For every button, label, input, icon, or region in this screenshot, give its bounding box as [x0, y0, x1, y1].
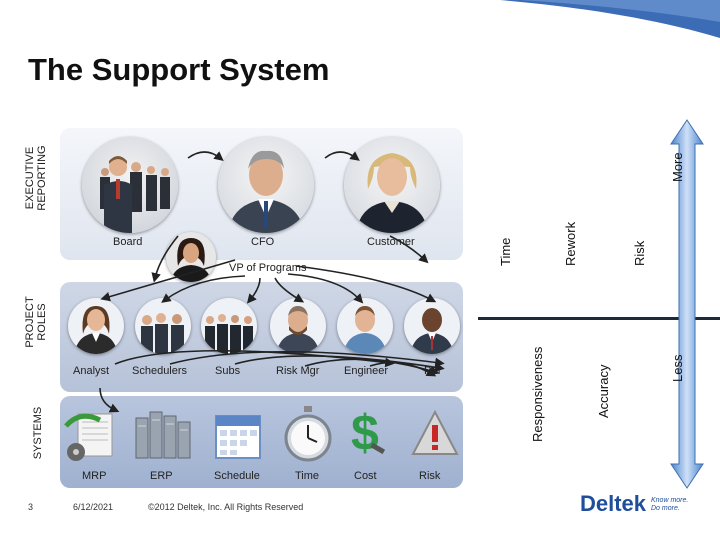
cfo-photo	[218, 137, 314, 233]
role-label-schedulers: Schedulers	[132, 365, 188, 377]
system-label-schedule: Schedule	[214, 470, 260, 482]
risk-warning-icon	[410, 408, 460, 460]
footer-date: 6/12/2021	[73, 502, 114, 512]
schedulers-photo	[135, 298, 191, 354]
system-label-mrp: MRP	[82, 470, 107, 482]
axis-label-more: More	[670, 152, 685, 182]
board-label: Board	[113, 236, 143, 248]
axis-label-responsiveness: Responsiveness	[530, 346, 545, 442]
time-icon	[280, 404, 336, 464]
analyst-photo	[68, 298, 124, 354]
deltek-tagline-line1: Know more.	[651, 497, 689, 504]
project-roles-line1: PROJECT	[24, 296, 36, 348]
page-number: 3	[28, 502, 34, 512]
executive-reporting-line1: EXECUTIVE	[24, 146, 36, 210]
executive-reporting-line2: REPORTING	[36, 145, 48, 211]
axis-divider	[478, 317, 720, 320]
deltek-tagline: Know more. Do more.	[651, 497, 688, 513]
executive-reporting-label: EXECUTIVE REPORTING	[24, 128, 48, 228]
schedule-icon	[210, 410, 266, 464]
role-label-risk-mgr: Risk Mgr	[276, 365, 320, 377]
cost-icon: $	[345, 404, 395, 464]
more-less-arrow	[670, 119, 704, 489]
project-roles-line2: ROLES	[36, 303, 48, 341]
systems-label: SYSTEMS	[32, 406, 44, 460]
role-label-subs: Subs	[215, 365, 241, 377]
system-label-risk: Risk	[419, 470, 441, 482]
axis-label-rework: Rework	[563, 221, 578, 266]
role-label-analyst: Analyst	[73, 365, 110, 377]
erp-icon	[130, 404, 194, 466]
axis-label-less: Less	[670, 354, 685, 382]
customer-label: Customer	[367, 236, 415, 248]
cfo-label: CFO	[251, 236, 275, 248]
svg-text:$: $	[351, 405, 379, 461]
project-roles-label: PROJECT ROLES	[24, 282, 48, 362]
interaction-arrows	[99, 151, 445, 413]
customer-photo	[344, 137, 440, 233]
pm-photo	[404, 298, 460, 354]
deltek-logo: Deltek	[580, 491, 647, 516]
project-roles-panel	[60, 282, 463, 392]
footer-copyright: ©2012 Deltek, Inc. All Rights Reserved	[148, 502, 304, 512]
axis-label-risk: Risk	[632, 240, 647, 266]
system-label-cost: Cost	[354, 470, 377, 482]
axis-label-accuracy: Accuracy	[596, 364, 611, 418]
vp-of-programs-label: VP of Programs	[229, 262, 307, 274]
system-label-erp: ERP	[150, 470, 173, 482]
deltek-tagline-line2: Do more.	[651, 505, 680, 512]
risk-mgr-photo	[270, 298, 326, 354]
systems-panel	[60, 396, 463, 488]
subs-photo	[201, 298, 257, 354]
axis-label-time: Time	[498, 237, 513, 266]
page-title: The Support System	[28, 52, 330, 87]
system-label-time: Time	[295, 470, 320, 482]
role-label-engineer: Engineer	[344, 365, 389, 377]
board-photo	[82, 137, 178, 233]
engineer-photo	[337, 298, 393, 354]
header-swoosh	[500, 0, 720, 38]
mrp-icon	[60, 406, 120, 466]
